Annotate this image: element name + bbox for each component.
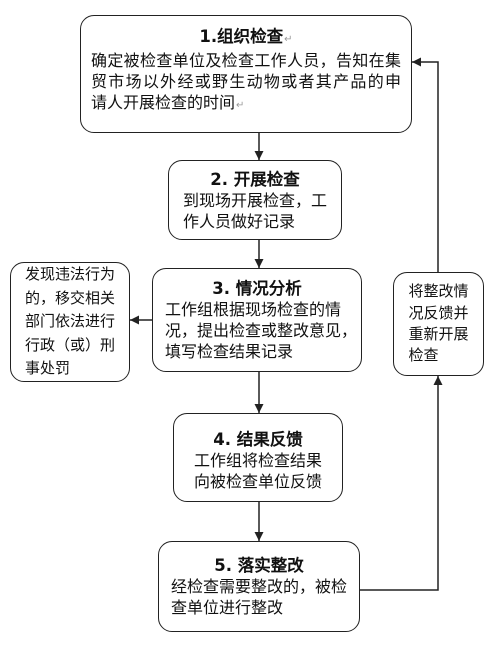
- step-4-line: 工作组将检查结果: [193, 451, 322, 470]
- step-1-line-text: 请人开展检查的时间: [91, 93, 236, 112]
- recheck-feedback-text: 将整改情 况反馈并 重新开展 检查: [408, 281, 468, 366]
- step-4-line: 向被检查单位反馈: [193, 472, 322, 491]
- feedback-line: 重新开展: [408, 325, 469, 343]
- step-2-description: 到现场开展检查，工 作人员做好记录: [183, 190, 327, 232]
- paragraph-mark: ↵: [236, 100, 245, 111]
- arrow-step5-to-feedback: [360, 376, 443, 591]
- violation-referral-text: 发现违法行为 的，移交相关 部门依法进行 行政（或）刑 事处罚: [25, 263, 115, 381]
- step-1-line: 确定被检查单位及检查工作人员，告知在集: [91, 51, 401, 70]
- step-1-line: 贸市场以外经或野生动物或者其产品的申: [91, 72, 401, 91]
- violation-line: 发现违法行为: [24, 265, 115, 284]
- arrow-feedback-to-step1: [412, 57, 439, 272]
- step-3-box: 3. 情况分析 工作组根据现场检查的情 况，提出检查或整改意见， 填写检查结果记…: [152, 268, 362, 372]
- step-4-title: 4. 结果反馈: [213, 430, 303, 449]
- violation-line: 行政（或）刑: [24, 335, 115, 354]
- feedback-line: 检查: [408, 346, 439, 365]
- step-3-line: 况，提出检查或整改意见，: [165, 321, 358, 340]
- step-1-box: 1.组织检查↵ 确定被检查单位及检查工作人员，告知在集 贸市场以外经或野生动物或…: [80, 15, 412, 133]
- step-5-description: 经检查需要整改的，被检 查单位进行整改: [171, 576, 347, 618]
- step-3-title: 3. 情况分析: [212, 279, 302, 298]
- violation-line: 的，移交相关: [24, 288, 115, 307]
- step-5-line: 经检查需要整改的，被检: [171, 577, 348, 596]
- step-5-title: 5. 落实整改: [214, 556, 304, 575]
- step-2-box: 2. 开展检查 到现场开展检查，工 作人员做好记录: [168, 160, 342, 240]
- violation-line: 部门依法进行: [24, 312, 115, 331]
- violation-referral-box: 发现违法行为 的，移交相关 部门依法进行 行政（或）刑 事处罚: [10, 262, 130, 382]
- step-4-box: 4. 结果反馈 工作组将检查结果 向被检查单位反馈: [173, 413, 343, 502]
- step-4-description: 工作组将检查结果 向被检查单位反馈: [194, 450, 322, 492]
- step-5-line: 查单位进行整改: [171, 598, 284, 617]
- step-2-line: 到现场开展检查，工: [182, 190, 327, 210]
- step-3-line: 工作组根据现场检查的情: [165, 300, 342, 319]
- step-1-description: 确定被检查单位及检查工作人员，告知在集 贸市场以外经或野生动物或者其产品的申 请…: [91, 50, 401, 116]
- step-1-line-last: 请人开展检查的时间↵: [91, 92, 401, 116]
- step-3-description: 工作组根据现场检查的情 况，提出检查或整改意见， 填写检查结果记录: [165, 299, 358, 362]
- step-3-line: 填写检查结果记录: [165, 342, 294, 361]
- step-2-title: 2. 开展检查: [210, 169, 300, 189]
- paragraph-mark: ↵: [284, 34, 293, 45]
- feedback-line: 将整改情: [408, 282, 469, 301]
- recheck-feedback-box: 将整改情 况反馈并 重新开展 检查: [393, 272, 484, 376]
- violation-line: 事处罚: [24, 359, 70, 378]
- step-2-line: 作人员做好记录: [182, 211, 295, 231]
- feedback-line: 况反馈并: [408, 303, 469, 322]
- step-1-title: 1.组织检查↵: [81, 26, 411, 50]
- step-5-box: 5. 落实整改 经检查需要整改的，被检 查单位进行整改: [158, 541, 360, 632]
- step-1-title-text: 1.组织检查: [199, 27, 284, 46]
